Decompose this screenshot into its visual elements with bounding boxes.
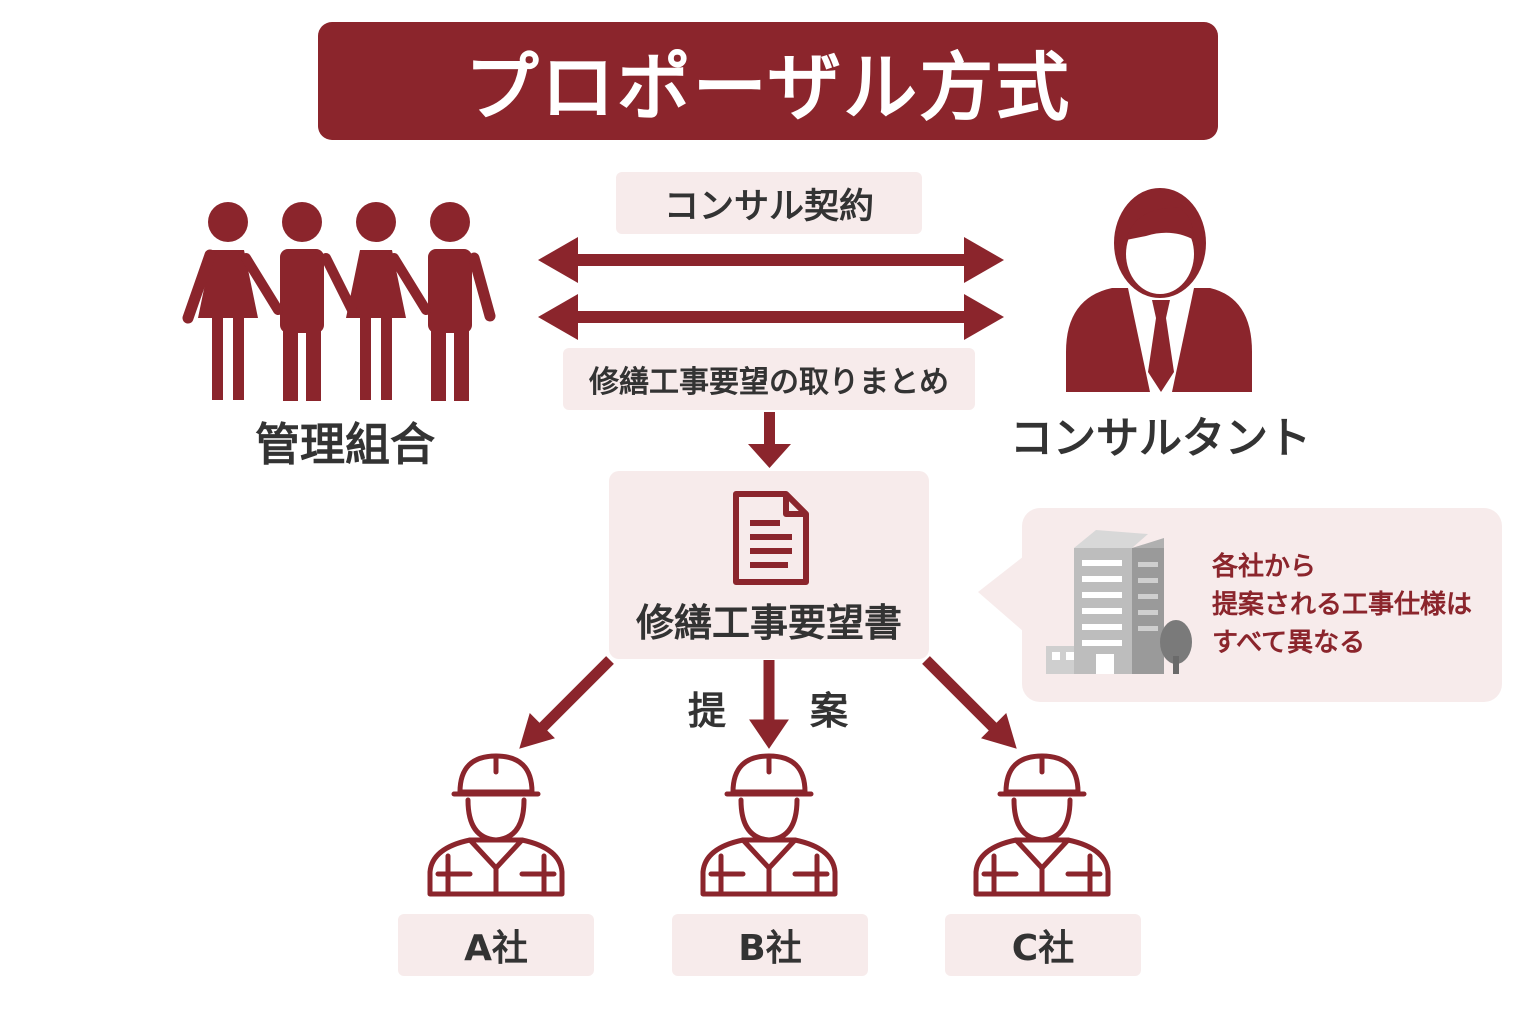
consultant-label: コンサルタント	[1010, 414, 1311, 464]
management-association-label: 管理組合	[254, 418, 435, 471]
proposal-char-2: 案	[810, 689, 849, 733]
building-icon	[1046, 530, 1192, 674]
request-arrow	[538, 294, 1004, 340]
proposal-arrows	[519, 656, 1017, 749]
document-icon	[733, 491, 809, 585]
callout-text: 各社から 提案される工事仕様は すべて異なる	[1212, 548, 1502, 662]
callout-line-1: 各社から	[1212, 552, 1317, 582]
worker-icon-a	[427, 753, 565, 897]
page-title: プロポーザル方式	[464, 44, 1072, 131]
company-label-c: C社	[945, 914, 1141, 976]
document-label: 修繕工事要望書	[635, 601, 902, 645]
callout-line-3: すべて異なる	[1212, 628, 1366, 658]
company-label-a: A社	[398, 914, 594, 976]
callout-line-2: 提案される工事仕様は	[1212, 590, 1473, 620]
consultant-icon	[1066, 188, 1252, 392]
company-label-b: B社	[672, 914, 868, 976]
people-group-icon	[182, 202, 496, 401]
callout-pointer	[978, 556, 1024, 632]
proposal-char-1: 提	[688, 689, 727, 733]
contract-arrow	[538, 237, 1004, 283]
down-arrow	[748, 412, 791, 468]
contract-label: コンサル契約	[616, 172, 922, 234]
request-label: 修繕工事要望の取りまとめ	[563, 348, 975, 410]
title-banner: プロポーザル方式	[318, 22, 1218, 140]
worker-icon-b	[700, 753, 838, 897]
worker-icon-c	[973, 753, 1111, 897]
